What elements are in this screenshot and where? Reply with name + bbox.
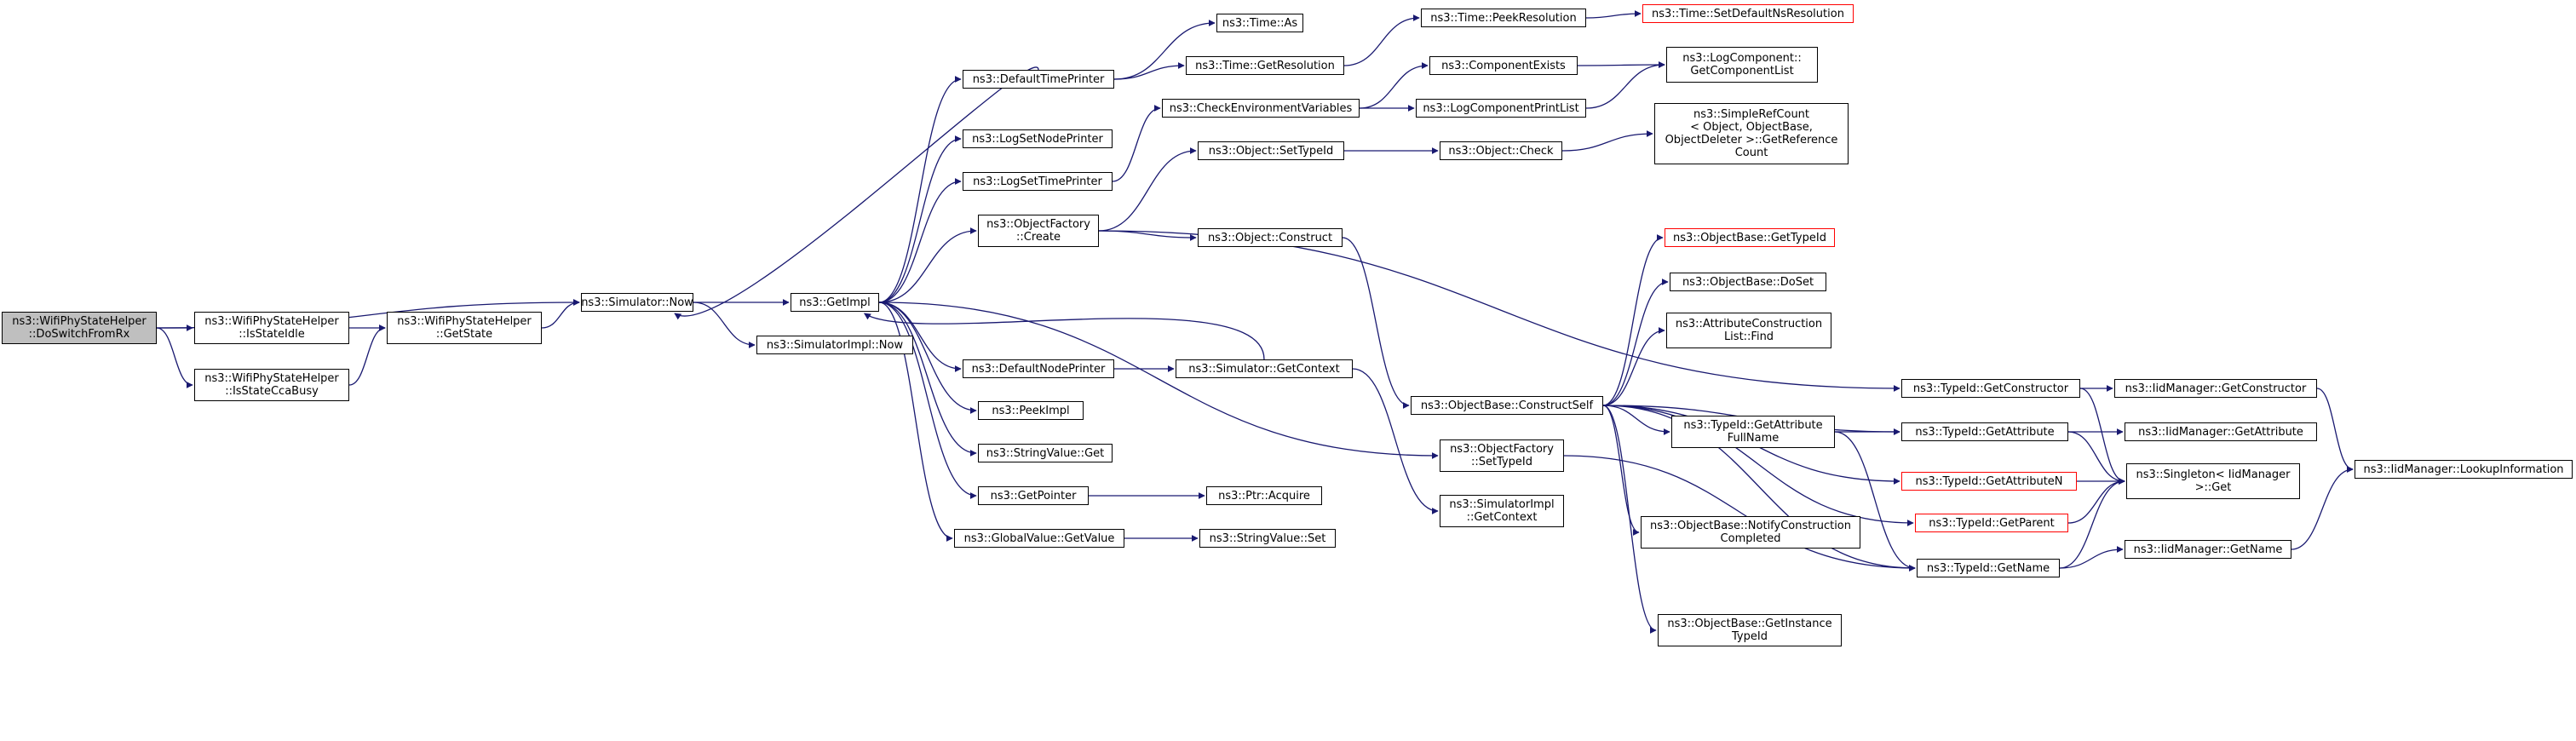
edge-constructself-to-objbasedoset	[1602, 279, 1669, 406]
graph-node-getattrfullname[interactable]: ns3::TypeId::GetAttribute FullName	[1671, 416, 1835, 448]
edge-getimpl-to-objfactcreate	[878, 227, 977, 303]
edge-simgetcontext-to-getimpl	[864, 313, 1265, 360]
graph-node-ptracquire[interactable]: ns3::Ptr::Acquire	[1206, 486, 1322, 505]
graph-node-iidgetattr[interactable]: ns3::IidManager::GetAttribute	[2125, 422, 2317, 441]
edge-simgetcontext-to-simimplgetcontext	[1352, 368, 1439, 514]
graph-node-getimpl[interactable]: ns3::GetImpl	[791, 293, 879, 312]
edge-logcompprint-to-logcompgetlist	[1585, 61, 1665, 109]
edge-getimpl-to-logsettime	[878, 178, 962, 303]
graph-node-notifyconst[interactable]: ns3::ObjectBase::NotifyConstruction Comp…	[1641, 516, 1860, 549]
graph-node-logsettime[interactable]: ns3::LogSetTimePrinter	[963, 172, 1113, 191]
edge-typeidgetattr-to-singletonget	[2067, 431, 2125, 485]
graph-node-root: ns3::WifiPhyStateHelper ::DoSwitchFromRx	[2, 312, 157, 344]
edge-getimpl-to-strvalget	[878, 302, 977, 457]
edge-constructself-to-getinstancetypeid	[1602, 405, 1657, 634]
edge-typeidgetname-to-iidgetname	[2059, 546, 2124, 569]
edge-constructself-to-objbasegettypeid	[1602, 234, 1664, 406]
graph-node-simnow[interactable]: ns3::Simulator::Now	[581, 293, 693, 312]
edge-typeidgetctor-to-singletonget	[2079, 388, 2125, 485]
edge-objconstruct-to-constructself	[1342, 237, 1410, 409]
edge-objcheck-to-simplerefcount	[1561, 130, 1653, 152]
edge-timegetres-to-timepeekres	[1343, 14, 1420, 66]
graph-node-defnodeprinter[interactable]: ns3::DefaultNodePrinter	[963, 359, 1114, 378]
graph-node-timesetdef[interactable]: ns3::Time::SetDefaultNsResolution	[1642, 4, 1854, 23]
edge-compexists-to-logcompgetlist	[1577, 61, 1665, 69]
edge-constructself-to-typeidgetname	[1602, 405, 1916, 572]
graph-node-iidgetctor[interactable]: ns3::IidManager::GetConstructor	[2114, 379, 2317, 398]
graph-node-attrconstfind[interactable]: ns3::AttributeConstruction List::Find	[1666, 313, 1831, 348]
graph-node-typeidgetname[interactable]: ns3::TypeId::GetName	[1917, 559, 2060, 577]
graph-node-timeas[interactable]: ns3::Time::As	[1216, 14, 1303, 32]
graph-node-getstate[interactable]: ns3::WifiPhyStateHelper ::GetState	[387, 312, 542, 344]
edge-getstate-to-simnow	[541, 299, 580, 329]
graph-node-logcompprint[interactable]: ns3::LogComponentPrintList	[1416, 99, 1586, 118]
graph-node-simplerefcount[interactable]: ns3::SimpleRefCount < Object, ObjectBase…	[1654, 103, 1849, 164]
graph-node-gvgetvalue[interactable]: ns3::GlobalValue::GetValue	[954, 529, 1124, 548]
graph-node-objconstruct[interactable]: ns3::Object::Construct	[1198, 228, 1343, 247]
edge-root-to-isccabusy	[156, 327, 193, 388]
edge-deftimeprinter-to-timegetres	[1113, 62, 1185, 80]
graph-node-logsetnode[interactable]: ns3::LogSetNodePrinter	[963, 129, 1113, 148]
graph-node-iidlookup[interactable]: ns3::IidManager::LookupInformation	[2355, 460, 2573, 479]
graph-node-objfactcreate[interactable]: ns3::ObjectFactory ::Create	[978, 215, 1099, 247]
edge-getimpl-to-objfactsettypeid	[878, 302, 1439, 459]
edge-getimpl-to-peekimpl	[878, 302, 977, 414]
edge-constructself-to-attrconstfind	[1602, 327, 1665, 406]
graph-node-objbasedoset[interactable]: ns3::ObjectBase::DoSet	[1670, 273, 1826, 291]
graph-node-peekimpl[interactable]: ns3::PeekImpl	[978, 401, 1084, 420]
graph-node-typeidgetctor[interactable]: ns3::TypeId::GetConstructor	[1901, 379, 2080, 398]
graph-node-timepeekres[interactable]: ns3::Time::PeekResolution	[1421, 9, 1586, 27]
edge-deftimeprinter-to-timeas	[1113, 20, 1216, 80]
edge-constructself-to-notifyconst	[1602, 405, 1640, 536]
graph-node-objsettypeid[interactable]: ns3::Object::SetTypeId	[1198, 141, 1344, 160]
graph-node-timegetres[interactable]: ns3::Time::GetResolution	[1186, 56, 1344, 75]
graph-node-getinstancetypeid[interactable]: ns3::ObjectBase::GetInstance TypeId	[1658, 614, 1842, 646]
graph-node-simimplnow[interactable]: ns3::SimulatorImpl::Now	[756, 336, 913, 354]
graph-node-compexists[interactable]: ns3::ComponentExists	[1429, 56, 1578, 75]
graph-node-checkenv[interactable]: ns3::CheckEnvironmentVariables	[1162, 99, 1360, 118]
graph-node-constructself[interactable]: ns3::ObjectBase::ConstructSelf	[1411, 396, 1603, 415]
graph-node-strvalget[interactable]: ns3::StringValue::Get	[978, 444, 1113, 462]
edge-getattrfullname-to-typeidgetname	[1834, 431, 1916, 572]
edge-getimpl-to-getpointer	[878, 302, 977, 499]
graph-node-typeidgetattr[interactable]: ns3::TypeId::GetAttribute	[1901, 422, 2068, 441]
graph-node-typeidgetattrn[interactable]: ns3::TypeId::GetAttributeN	[1901, 472, 2077, 491]
graph-node-objbasegettypeid[interactable]: ns3::ObjectBase::GetTypeId	[1665, 228, 1835, 247]
edge-objfactcreate-to-objsettypeid	[1098, 147, 1197, 232]
edge-getimpl-to-logsetnode	[878, 135, 962, 303]
edge-objfactsettypeid-to-typeidgetname	[1563, 455, 1916, 572]
edge-getimpl-to-deftimeprinter	[878, 76, 962, 303]
edge-typeidgetname-to-singletonget	[2059, 478, 2125, 569]
edge-timepeekres-to-timesetdef	[1585, 10, 1642, 19]
graph-node-deftimeprinter[interactable]: ns3::DefaultTimePrinter	[963, 70, 1114, 89]
graph-node-typeidgetparent[interactable]: ns3::TypeId::GetParent	[1915, 514, 2068, 532]
edge-checkenv-to-compexists	[1359, 62, 1429, 109]
graph-node-isidle[interactable]: ns3::WifiPhyStateHelper ::IsStateIdle	[194, 312, 349, 344]
graph-node-objcheck[interactable]: ns3::Object::Check	[1440, 141, 1562, 160]
graph-node-simgetcontext[interactable]: ns3::Simulator::GetContext	[1176, 359, 1353, 378]
graph-node-getpointer[interactable]: ns3::GetPointer	[978, 486, 1089, 505]
graph-node-iidgetname[interactable]: ns3::IidManager::GetName	[2125, 540, 2291, 559]
graph-node-singletonget[interactable]: ns3::Singleton< IidManager >::Get	[2126, 463, 2300, 499]
graph-node-logcompgetlist[interactable]: ns3::LogComponent:: GetComponentList	[1666, 47, 1818, 83]
graph-node-simimplgetcontext[interactable]: ns3::SimulatorImpl ::GetContext	[1440, 495, 1564, 527]
graph-node-isccabusy[interactable]: ns3::WifiPhyStateHelper ::IsStateCcaBusy	[194, 369, 349, 401]
graph-node-strvalset[interactable]: ns3::StringValue::Set	[1199, 529, 1336, 548]
edge-getimpl-to-gvgetvalue	[878, 302, 953, 542]
edge-iidgetname-to-iidlookup	[2291, 466, 2354, 550]
graph-node-objfactsettypeid[interactable]: ns3::ObjectFactory ::SetTypeId	[1440, 439, 1564, 472]
edge-isccabusy-to-getstate	[348, 325, 386, 386]
edge-constructself-to-getattrfullname	[1602, 405, 1670, 435]
edge-simnow-to-simimplnow	[693, 302, 756, 348]
edge-logsettime-to-checkenv	[1112, 105, 1161, 182]
